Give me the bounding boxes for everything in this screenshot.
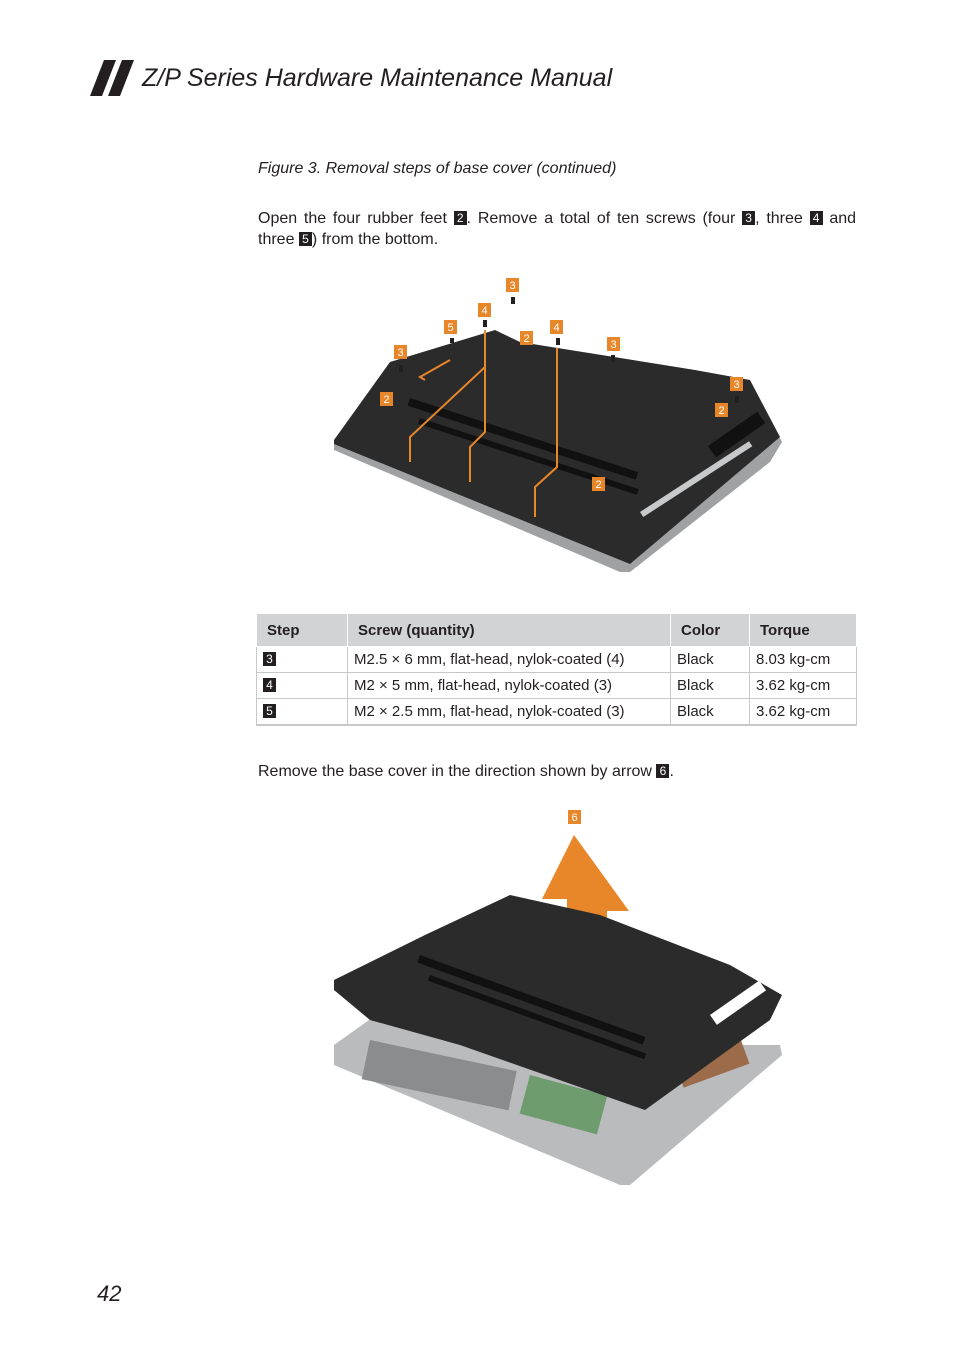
double-slash-logo [90, 60, 134, 96]
step-badge-5: 5 [298, 232, 312, 246]
header-color: Color [670, 613, 750, 647]
color-cell: Black [670, 672, 750, 699]
screw-cell: M2 × 2.5 mm, flat-head, nylok-coated (3) [347, 698, 671, 726]
torque-cell: 3.62 kg-cm [749, 672, 857, 699]
callout-5: 5 [447, 322, 453, 334]
screw-spec-table: Step Screw (quantity) Color Torque 3 M2.… [256, 613, 857, 726]
callout-4a: 4 [481, 305, 487, 317]
callout-3c: 3 [610, 339, 616, 351]
step-badge-3: 3 [742, 211, 756, 225]
removed-base-cover [334, 895, 782, 1110]
base-cover-removal-illustration: 6 [334, 810, 782, 1185]
color-cell: Black [670, 698, 750, 726]
header-step: Step [256, 613, 348, 647]
laptop-bottom-screws-illustration: 3 4 5 2 4 3 3 2 3 2 2 [334, 278, 782, 572]
step-badge-6: 6 [656, 764, 670, 778]
callout-2d: 2 [595, 479, 601, 491]
color-cell: Black [670, 646, 750, 673]
torque-cell: 8.03 kg-cm [749, 646, 857, 673]
step-badge: 5 [263, 704, 276, 718]
vent-grille [407, 398, 766, 495]
header-torque: Torque [749, 613, 857, 647]
step-badge-4: 4 [809, 211, 823, 225]
step-badge: 3 [263, 652, 276, 666]
instruction-paragraph-remove-cover: Remove the base cover in the direction s… [258, 763, 674, 780]
cover-vents [417, 955, 647, 1060]
header-screw: Screw (quantity) [347, 613, 671, 647]
instruction-paragraph-screws: Open the four rubber feet 2. Remove a to… [258, 210, 857, 248]
callout-2b: 2 [383, 394, 389, 406]
up-arrow-icon [542, 835, 629, 967]
callout-2a: 2 [523, 333, 529, 345]
table-row: 5 M2 × 2.5 mm, flat-head, nylok-coated (… [256, 698, 857, 726]
callout-3d: 3 [733, 379, 739, 391]
callout-2c: 2 [718, 405, 724, 417]
table-row: 3 M2.5 × 6 mm, flat-head, nylok-coated (… [256, 646, 857, 673]
figure-caption: Figure 3. Removal steps of base cover (c… [258, 160, 617, 177]
table-header-row: Step Screw (quantity) Color Torque [256, 613, 857, 647]
page-number: 42 [97, 1281, 122, 1306]
step-badge: 4 [263, 678, 276, 692]
screw-cell: M2 × 5 mm, flat-head, nylok-coated (3) [347, 672, 671, 699]
page-header: Z/P Series Hardware Maintenance Manual [90, 58, 612, 98]
screw-cell: M2.5 × 6 mm, flat-head, nylok-coated (4) [347, 646, 671, 673]
callout-4b: 4 [553, 322, 559, 334]
table-row: 4 M2 × 5 mm, flat-head, nylok-coated (3)… [256, 672, 857, 699]
callout-3a: 3 [509, 280, 515, 292]
manual-title: Z/P Series Hardware Maintenance Manual [142, 63, 613, 92]
callout-3b: 3 [397, 347, 403, 359]
callout-6: 6 [571, 812, 577, 824]
step-badge-2: 2 [453, 211, 467, 225]
torque-cell: 3.62 kg-cm [749, 698, 857, 726]
